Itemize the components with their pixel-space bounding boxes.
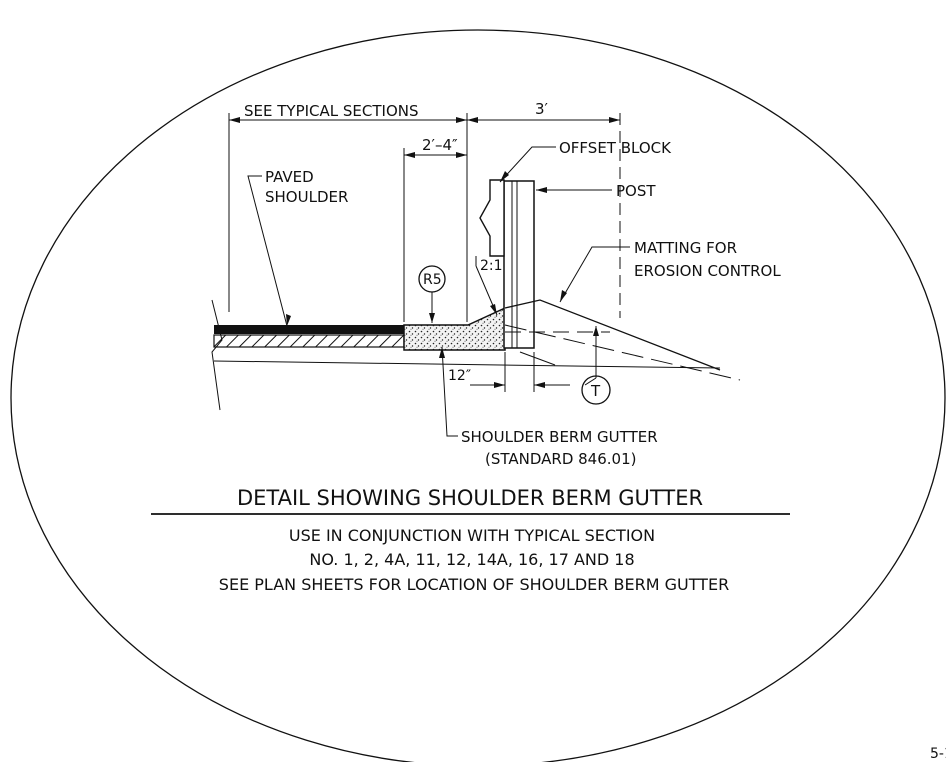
slope-dashed [504, 324, 741, 381]
label-r5: R5 [423, 272, 442, 288]
label-offset-block: OFFSET BLOCK [559, 139, 672, 157]
frame-ellipse [10, 29, 946, 762]
ditch-line [519, 351, 556, 366]
post [503, 180, 535, 349]
detail-title: DETAIL SHOWING SHOULDER BERM GUTTER [237, 486, 703, 510]
corner-mark: 5-11 [930, 746, 946, 762]
leader-paved-shoulder [247, 175, 288, 327]
left-breakline [211, 299, 223, 411]
note-line-3: SEE PLAN SHEETS FOR LOCATION OF SHOULDER… [219, 575, 729, 594]
offset-block [479, 179, 505, 257]
note-line-2: NO. 1, 2, 4A, 11, 12, 14A, 16, 17 AND 18 [309, 550, 634, 569]
leader-gutter [441, 346, 458, 437]
label-shoulder: SHOULDER [265, 188, 348, 206]
leader-offset-block [499, 146, 556, 183]
subgrade-line [213, 360, 721, 369]
note-line-1: USE IN CONJUNCTION WITH TYPICAL SECTION [289, 526, 655, 545]
paved-shoulder-base [213, 334, 405, 348]
r5-callout-circle [418, 265, 446, 293]
label-gutter: SHOULDER BERM GUTTER [461, 428, 658, 446]
leader-matting [559, 246, 630, 303]
paved-shoulder-surface [214, 325, 404, 334]
label-t: T [590, 382, 601, 400]
label-paved: PAVED [265, 168, 314, 186]
leader-t [584, 377, 597, 386]
t-callout-circle [581, 375, 611, 405]
label-see-typical-sections: SEE TYPICAL SECTIONS [244, 102, 419, 120]
embankment-slope [504, 299, 721, 371]
label-dim-2ft4in: 2′–4″ [422, 136, 458, 154]
label-dim-3ft: 3′ [535, 100, 549, 118]
label-12in: 12″ [448, 368, 471, 384]
label-matting: MATTING FOR [634, 239, 737, 257]
label-erosion-control: EROSION CONTROL [634, 262, 781, 280]
label-slope: 2:1 [480, 258, 503, 274]
shoulder-berm-gutter [403, 306, 506, 351]
label-post: POST [616, 182, 656, 200]
label-gutter-standard: (STANDARD 846.01) [485, 450, 636, 468]
